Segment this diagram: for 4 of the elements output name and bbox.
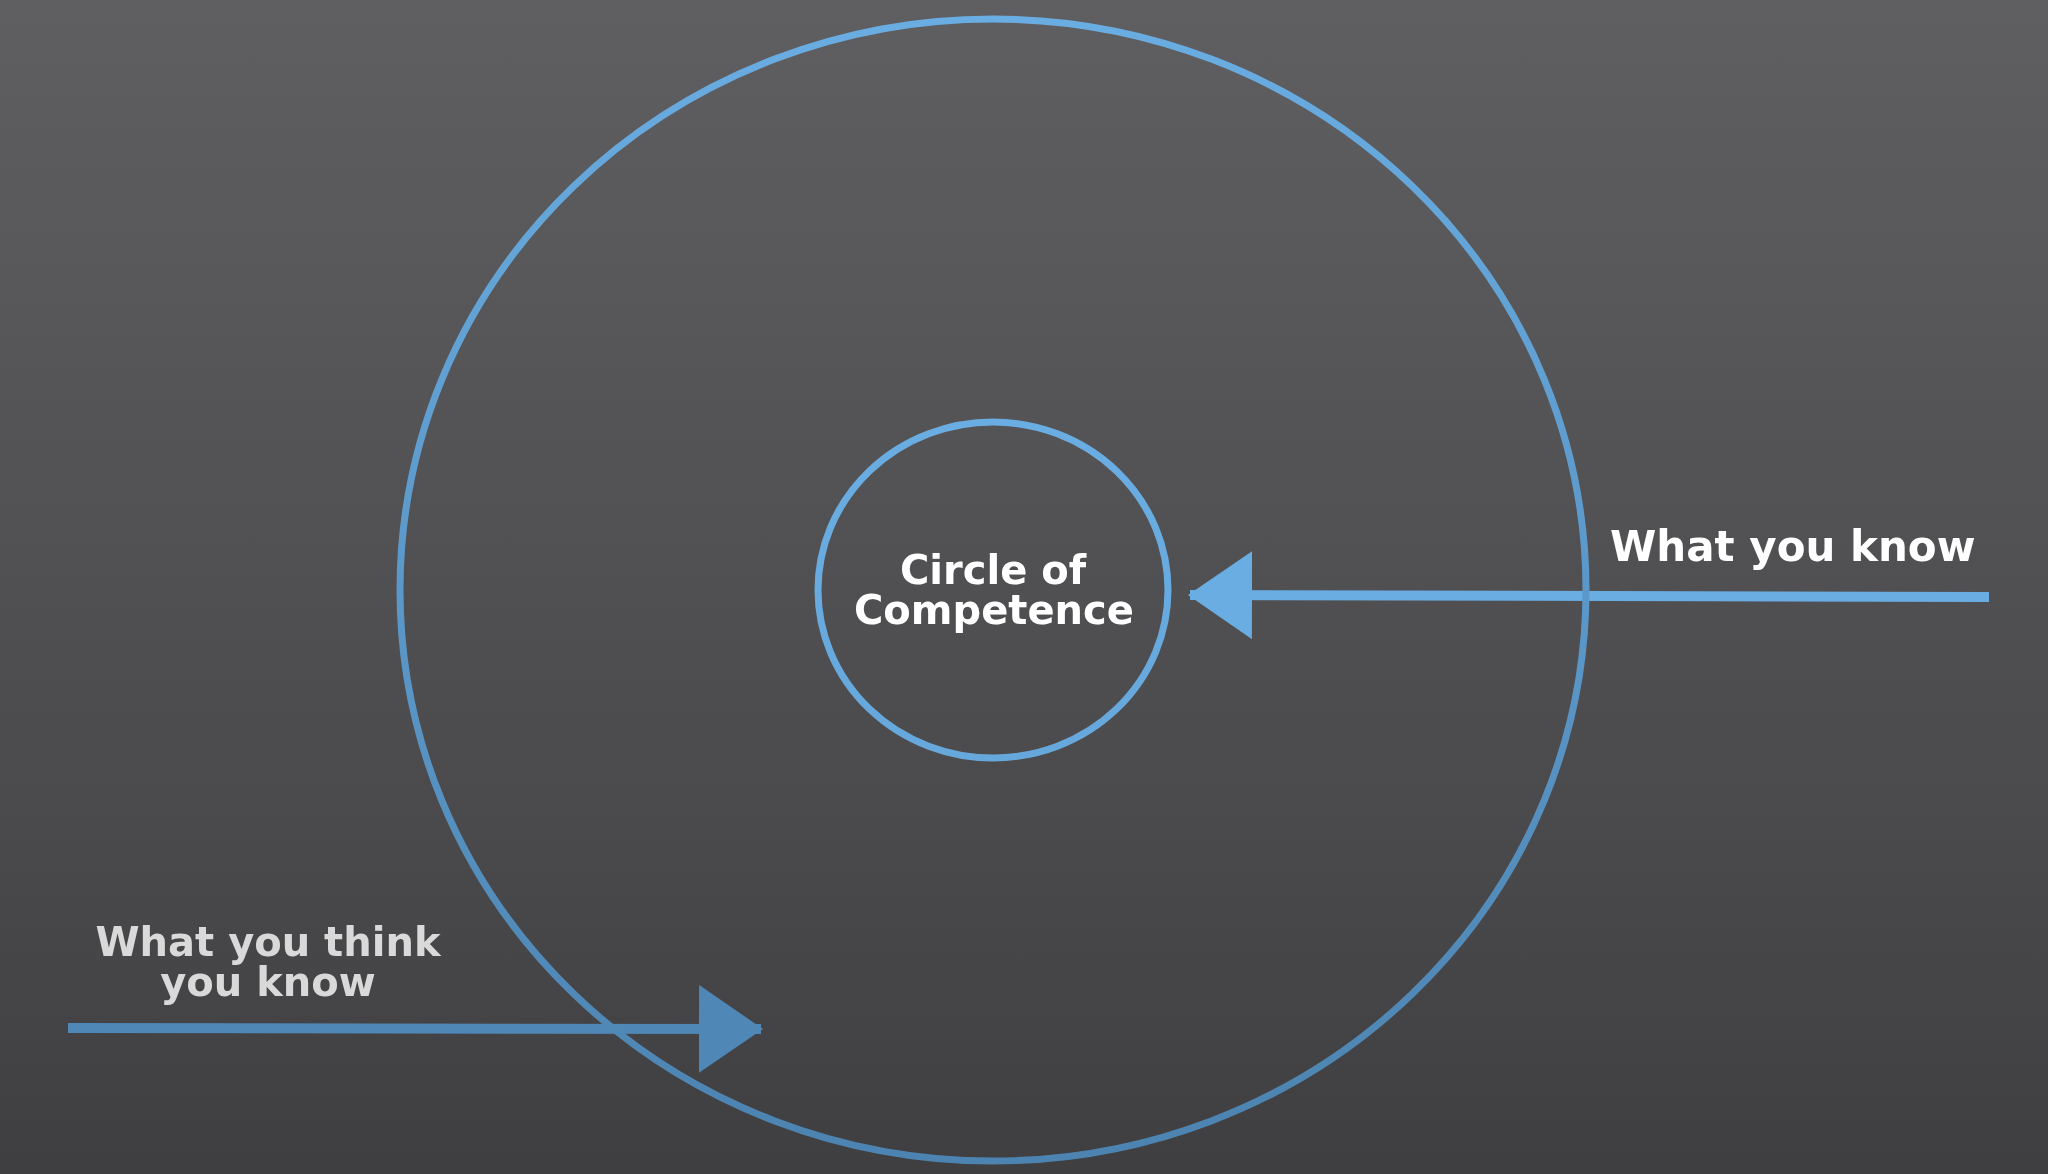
arrow bbox=[68, 984, 763, 1073]
circle-node bbox=[814, 418, 1172, 762]
arrow bbox=[1188, 551, 1989, 640]
label-text: What you know bbox=[1610, 526, 1977, 568]
